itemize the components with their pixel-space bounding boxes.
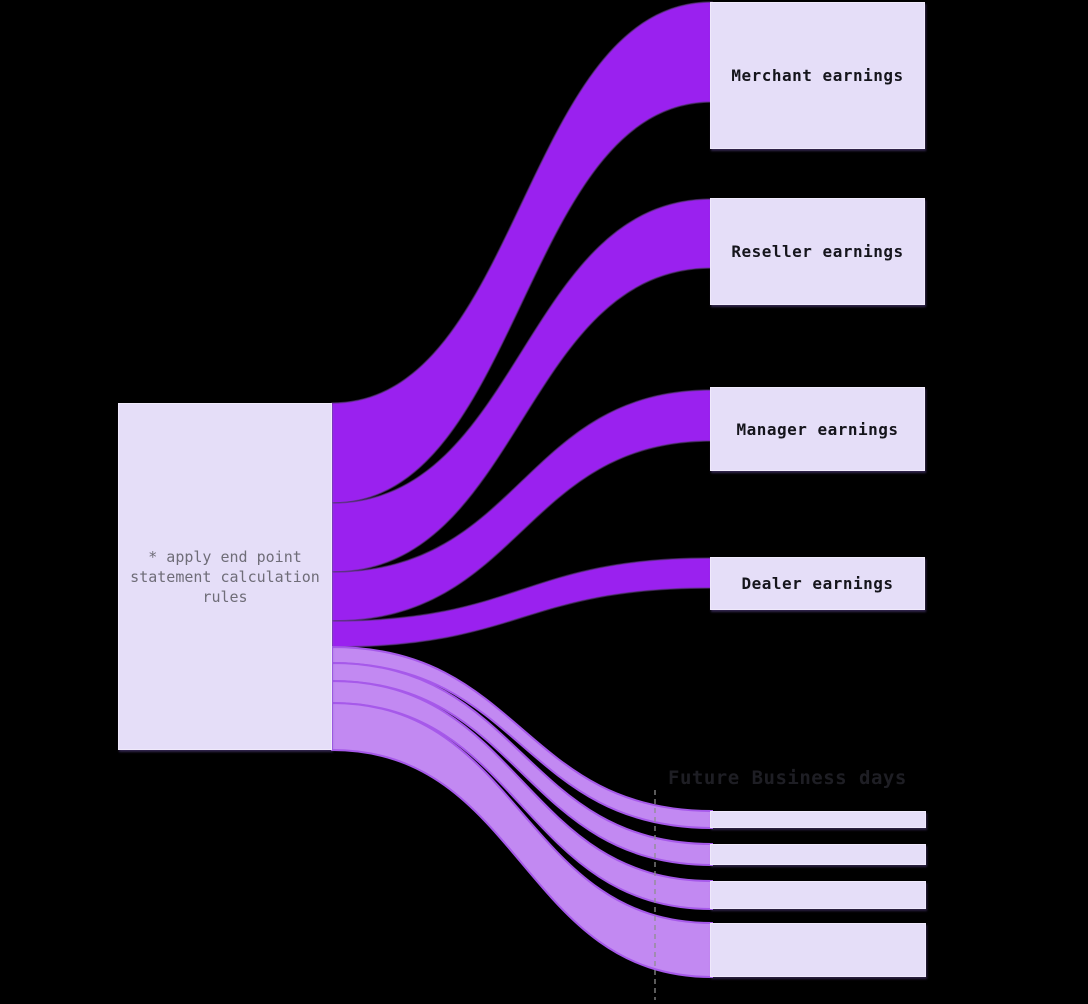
flow-future-bar-1: [331, 645, 713, 830]
node-label: Dealer earnings: [741, 574, 894, 593]
node-label: Reseller earnings: [731, 242, 904, 261]
future-bar-3: [710, 881, 926, 909]
node-label: Merchant earnings: [731, 66, 904, 85]
future-bar-4: [710, 923, 926, 977]
node-label: Manager earnings: [736, 419, 899, 439]
future-bar-1: [710, 811, 926, 828]
node-source-statement-rules: * apply end point statement calculation …: [118, 403, 332, 750]
node-manager-earnings: Manager earnings: [710, 387, 925, 471]
flow-future-bar-3: [331, 679, 713, 911]
future-business-days-heading: Future Business days: [668, 767, 907, 789]
node-reseller-earnings: Reseller earnings: [710, 198, 925, 305]
future-bar-2: [710, 844, 926, 865]
node-merchant-earnings: Merchant earnings: [710, 2, 925, 149]
source-node-label: * apply end point statement calculation …: [130, 547, 320, 606]
flow-future-bar-4: [331, 701, 713, 979]
flow-future-bar-2: [331, 661, 713, 867]
node-dealer-earnings: Dealer earnings: [710, 557, 925, 610]
